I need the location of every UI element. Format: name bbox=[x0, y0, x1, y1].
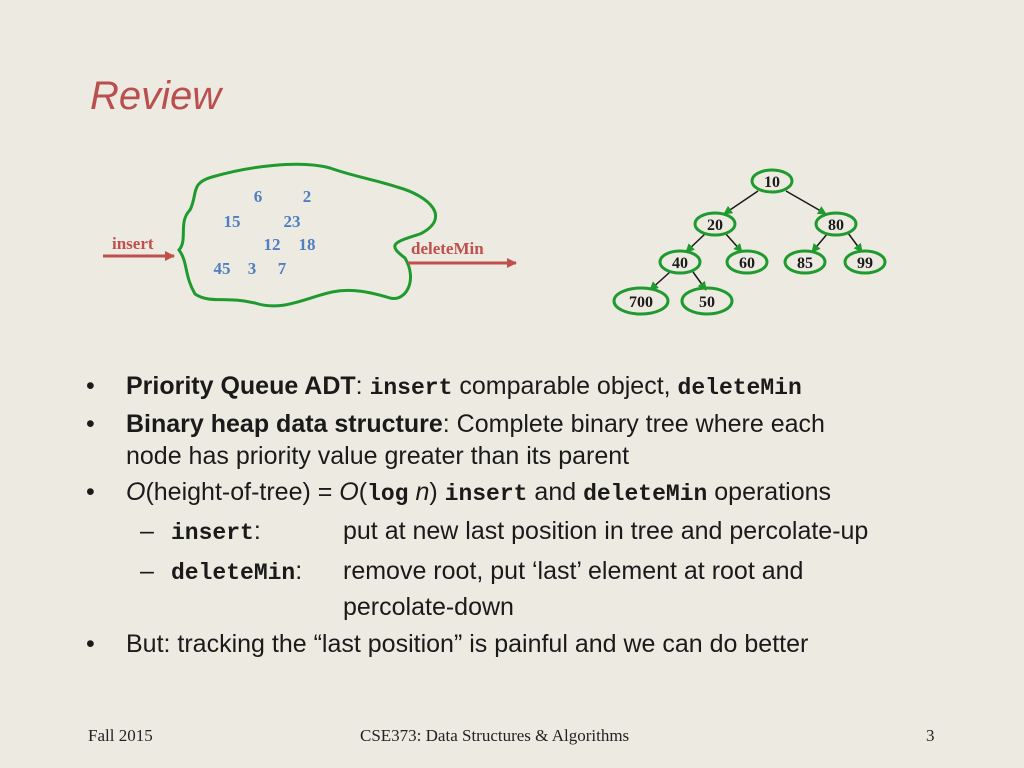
bullet-complexity: • O(height-of-tree) = O(log n) insert an… bbox=[86, 474, 986, 512]
bullet-bold-text: Binary heap data structure bbox=[126, 410, 443, 438]
subbullet-label: deleteMin: bbox=[171, 552, 343, 592]
tree-node bbox=[814, 211, 858, 237]
bullet-continuation: node has priority value greater than its… bbox=[126, 442, 630, 470]
blob-number: 6 bbox=[254, 187, 263, 206]
code-deletemin: deleteMin bbox=[171, 560, 296, 586]
bullet-last-position: • But: tracking the “last position” is p… bbox=[86, 626, 986, 662]
blob-number: 3 bbox=[248, 259, 257, 278]
subbullet-dash: – bbox=[140, 517, 154, 545]
bullet-dot: • bbox=[86, 372, 95, 400]
code-deletemin: deleteMin bbox=[583, 481, 708, 507]
subbullet-label: insert: bbox=[171, 512, 343, 552]
tree-edge bbox=[685, 232, 707, 253]
bullet-text: : bbox=[295, 557, 303, 585]
blob-number: 18 bbox=[299, 235, 316, 254]
subbullet-text: remove root, put ‘last’ element at root … bbox=[343, 557, 804, 585]
footer-term: Fall 2015 bbox=[88, 726, 153, 745]
blob-number: 7 bbox=[278, 259, 287, 278]
big-o: O bbox=[126, 478, 146, 506]
tree-node-value: 85 bbox=[797, 255, 813, 272]
bullet-list: • Priority Queue ADT: insert comparable … bbox=[86, 368, 986, 662]
tree-edge bbox=[649, 271, 671, 291]
bullet-text: : bbox=[253, 517, 261, 545]
bullet-binary-heap: • Binary heap data structure: Complete b… bbox=[86, 406, 986, 474]
tree-edge bbox=[723, 190, 759, 215]
bullet-text: (height-of-tree) = bbox=[145, 478, 340, 506]
tree-node-value: 700 bbox=[629, 294, 653, 311]
bullet-text: ( bbox=[358, 478, 368, 506]
page-number: 3 bbox=[926, 726, 935, 745]
bullet-dot: • bbox=[86, 410, 95, 438]
insert-label: insert bbox=[112, 234, 154, 253]
code-insert: insert bbox=[171, 520, 254, 546]
bullet-text: operations bbox=[707, 478, 832, 506]
blob-number: 23 bbox=[284, 212, 301, 231]
tree-node-value: 40 bbox=[672, 255, 688, 272]
big-o: O bbox=[339, 478, 359, 506]
variable-n: n bbox=[408, 478, 430, 506]
slide-title: Review bbox=[90, 74, 222, 118]
bullet-text: comparable object, bbox=[452, 372, 678, 400]
tree-node-value: 60 bbox=[739, 255, 755, 272]
deletemin-label: deleteMin bbox=[411, 239, 484, 258]
tree-node bbox=[783, 249, 827, 275]
tree-node bbox=[680, 286, 734, 316]
code-deletemin: deleteMin bbox=[677, 375, 802, 401]
tree-node bbox=[693, 211, 737, 237]
tree-edge bbox=[847, 232, 863, 253]
footer-course: CSE373: Data Structures & Algorithms bbox=[360, 726, 630, 745]
tree-node bbox=[843, 249, 887, 275]
subbullet-insert: – insert:put at new last position in tre… bbox=[86, 512, 986, 552]
tree-edge bbox=[785, 190, 827, 215]
tree-node-value: 10 bbox=[764, 174, 780, 191]
code-insert: insert bbox=[444, 481, 528, 507]
subbullet-continuation: percolate-down bbox=[343, 593, 514, 621]
tree-edge bbox=[724, 232, 743, 253]
tree-node bbox=[725, 249, 769, 275]
bullet-text: and bbox=[527, 478, 584, 506]
blob-number: 15 bbox=[224, 212, 241, 231]
bullet-text: But: tracking the “last position” is pai… bbox=[126, 630, 809, 658]
bullet-text: : bbox=[355, 372, 370, 400]
subbullet-text: put at new last position in tree and per… bbox=[343, 517, 869, 545]
priority-queue-blob bbox=[177, 162, 438, 308]
review-diagram: 6 2 15 23 12 18 45 3 7 insert deleteMin bbox=[103, 162, 887, 316]
tree-node-value: 99 bbox=[857, 255, 873, 272]
tree-node-value: 50 bbox=[699, 294, 715, 311]
code-log: log bbox=[367, 481, 409, 507]
subbullet-deletemin: – deleteMin:remove root, put ‘last’ elem… bbox=[86, 552, 986, 626]
blob-number: 45 bbox=[214, 259, 231, 278]
bullet-text: : Complete binary tree where each bbox=[442, 410, 825, 438]
tree-node bbox=[612, 286, 670, 316]
blob-number: 2 bbox=[303, 187, 312, 206]
subbullet-dash: – bbox=[140, 557, 154, 585]
bullet-dot: • bbox=[86, 478, 95, 506]
tree-node bbox=[658, 249, 702, 275]
tree-node-value: 80 bbox=[828, 217, 844, 234]
bullet-priority-queue: • Priority Queue ADT: insert comparable … bbox=[86, 368, 986, 406]
bullet-text: ) bbox=[429, 478, 445, 506]
code-insert: insert bbox=[369, 375, 453, 401]
tree-edge bbox=[811, 232, 829, 253]
blob-number: 12 bbox=[264, 235, 281, 254]
tree-node-value: 20 bbox=[707, 217, 723, 234]
bullet-bold-text: Priority Queue ADT bbox=[126, 372, 356, 400]
tree-node bbox=[750, 168, 794, 194]
bullet-dot: • bbox=[86, 630, 95, 658]
